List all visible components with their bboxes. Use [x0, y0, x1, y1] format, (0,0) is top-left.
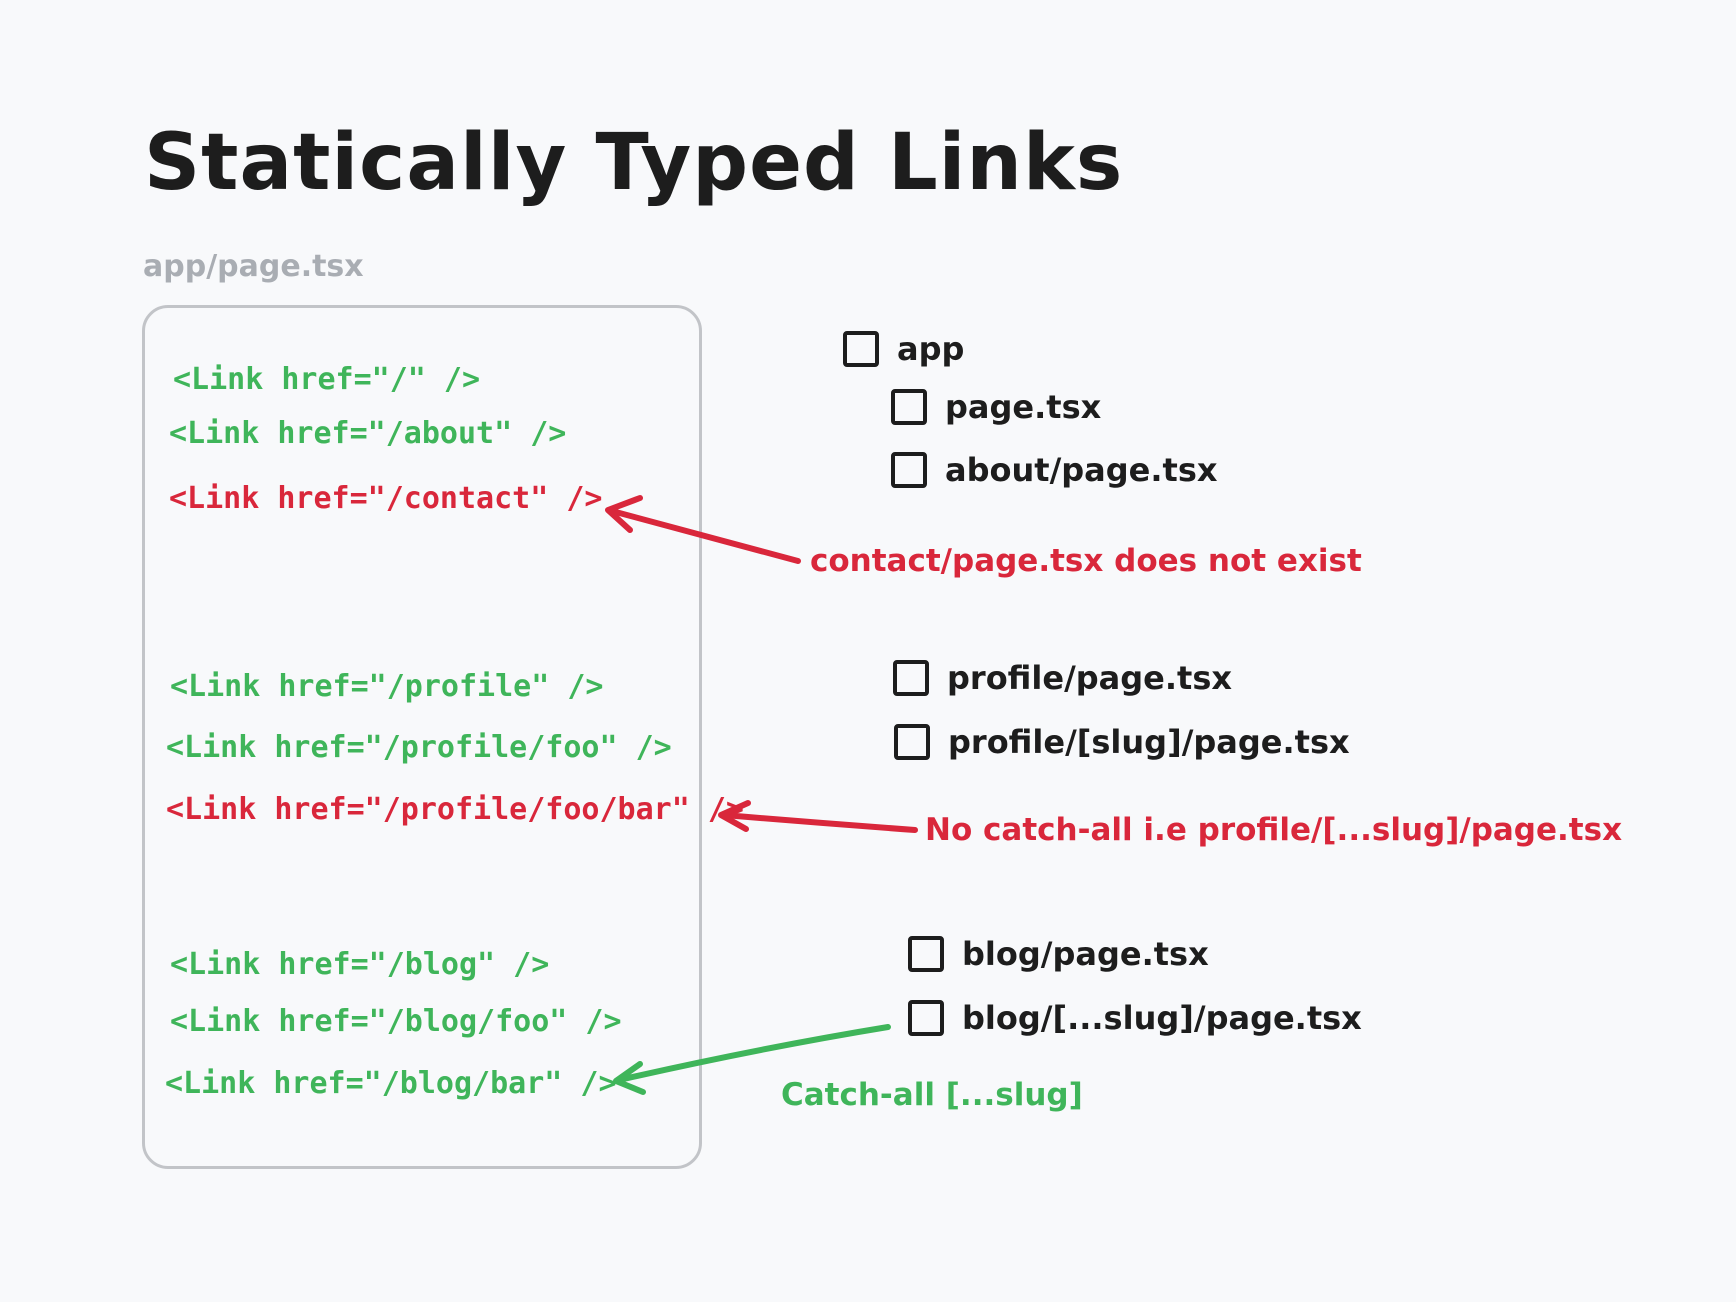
tree-item-about: about/page.tsx: [891, 451, 1218, 489]
code-line-profile: <Link href="/profile" />: [170, 669, 604, 704]
tree-item-page: page.tsx: [891, 388, 1101, 426]
tree-item-blog: blog/page.tsx: [908, 935, 1209, 973]
code-line-contact: <Link href="/contact" />: [169, 481, 603, 516]
checkbox-icon: [893, 660, 929, 696]
code-line-root: <Link href="/" />: [173, 362, 481, 397]
code-line-about: <Link href="/about" />: [169, 416, 567, 451]
tree-item-profile-slug: profile/[slug]/page.tsx: [894, 723, 1350, 761]
tree-item-label: profile/page.tsx: [947, 659, 1232, 697]
tree-item-label: blog/page.tsx: [962, 935, 1209, 973]
tree-item-blog-slug: blog/[...slug]/page.tsx: [908, 999, 1362, 1037]
checkbox-icon: [843, 331, 879, 367]
tree-item-label: about/page.tsx: [945, 451, 1218, 489]
file-label: app/page.tsx: [143, 249, 364, 284]
code-line-profile-foo: <Link href="/profile/foo" />: [166, 730, 672, 765]
code-line-profile-foo-bar: <Link href="/profile/foo/bar" />: [166, 792, 744, 827]
arrow-profile-icon: [718, 800, 918, 833]
code-line-blog-bar: <Link href="/blog/bar" />: [165, 1066, 617, 1101]
checkbox-icon: [894, 724, 930, 760]
annotation-contact-missing: contact/page.tsx does not exist: [810, 543, 1362, 579]
tree-item-label: blog/[...slug]/page.tsx: [962, 999, 1362, 1037]
annotation-no-catch-all: No catch-all i.e profile/[...slug]/page.…: [925, 812, 1623, 848]
tree-item-label: page.tsx: [945, 388, 1102, 426]
diagram-title: Statically Typed Links: [144, 118, 1124, 208]
annotation-catch-all: Catch-all [...slug]: [781, 1077, 1083, 1113]
checkbox-icon: [908, 936, 944, 972]
tree-item-label: profile/[slug]/page.tsx: [948, 723, 1350, 761]
checkbox-icon: [908, 1000, 944, 1036]
code-line-blog-foo: <Link href="/blog/foo" />: [170, 1004, 622, 1039]
tree-item-label: app: [897, 330, 965, 368]
code-line-blog: <Link href="/blog" />: [170, 947, 550, 982]
tree-item-profile: profile/page.tsx: [893, 659, 1232, 697]
checkbox-icon: [891, 452, 927, 488]
tree-item-app: app: [843, 330, 964, 368]
arrow-contact-icon: [605, 495, 801, 564]
checkbox-icon: [891, 389, 927, 425]
arrow-blog-icon: [613, 1024, 891, 1095]
code-box: [142, 305, 702, 1169]
